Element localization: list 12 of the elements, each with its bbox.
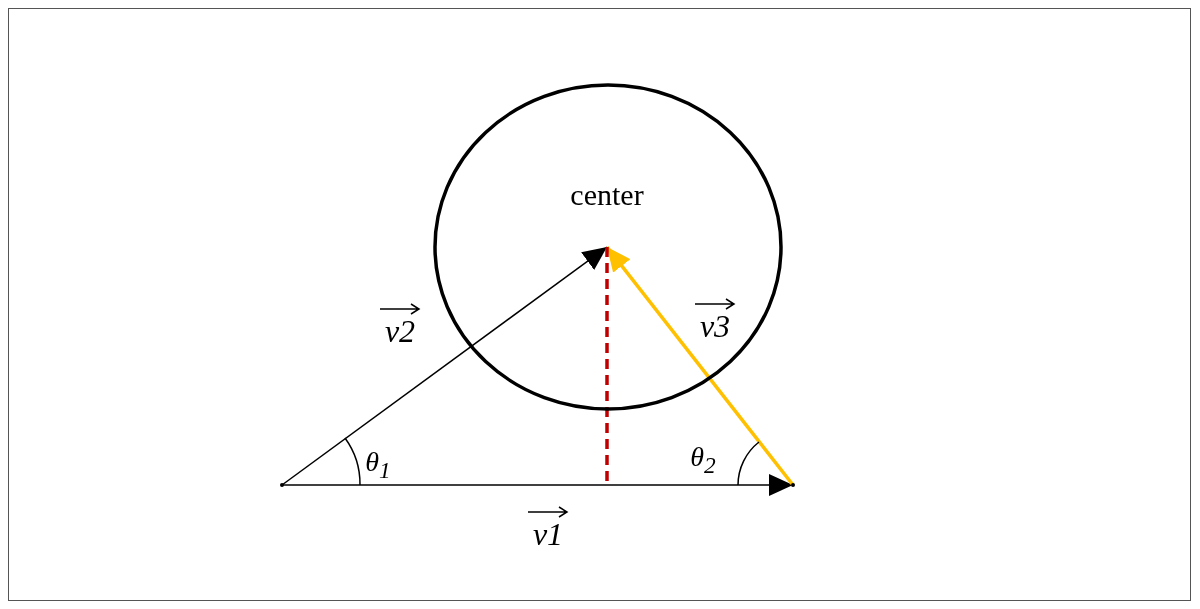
center-label: center [555, 178, 659, 247]
vector-label: v2 [384, 315, 416, 347]
vector-arrow [605, 245, 795, 487]
vector-label: v3 [699, 310, 731, 342]
vector-arrow [281, 246, 608, 486]
vertex-point [791, 483, 795, 487]
vertex-point [280, 483, 284, 487]
angle-label: θ$_{1}$ [365, 446, 391, 484]
circle-outline [433, 83, 783, 411]
vector-label: v1 [532, 518, 564, 550]
vector-arrow [281, 474, 794, 496]
angle-label: θ$_{2}$ [690, 441, 716, 479]
